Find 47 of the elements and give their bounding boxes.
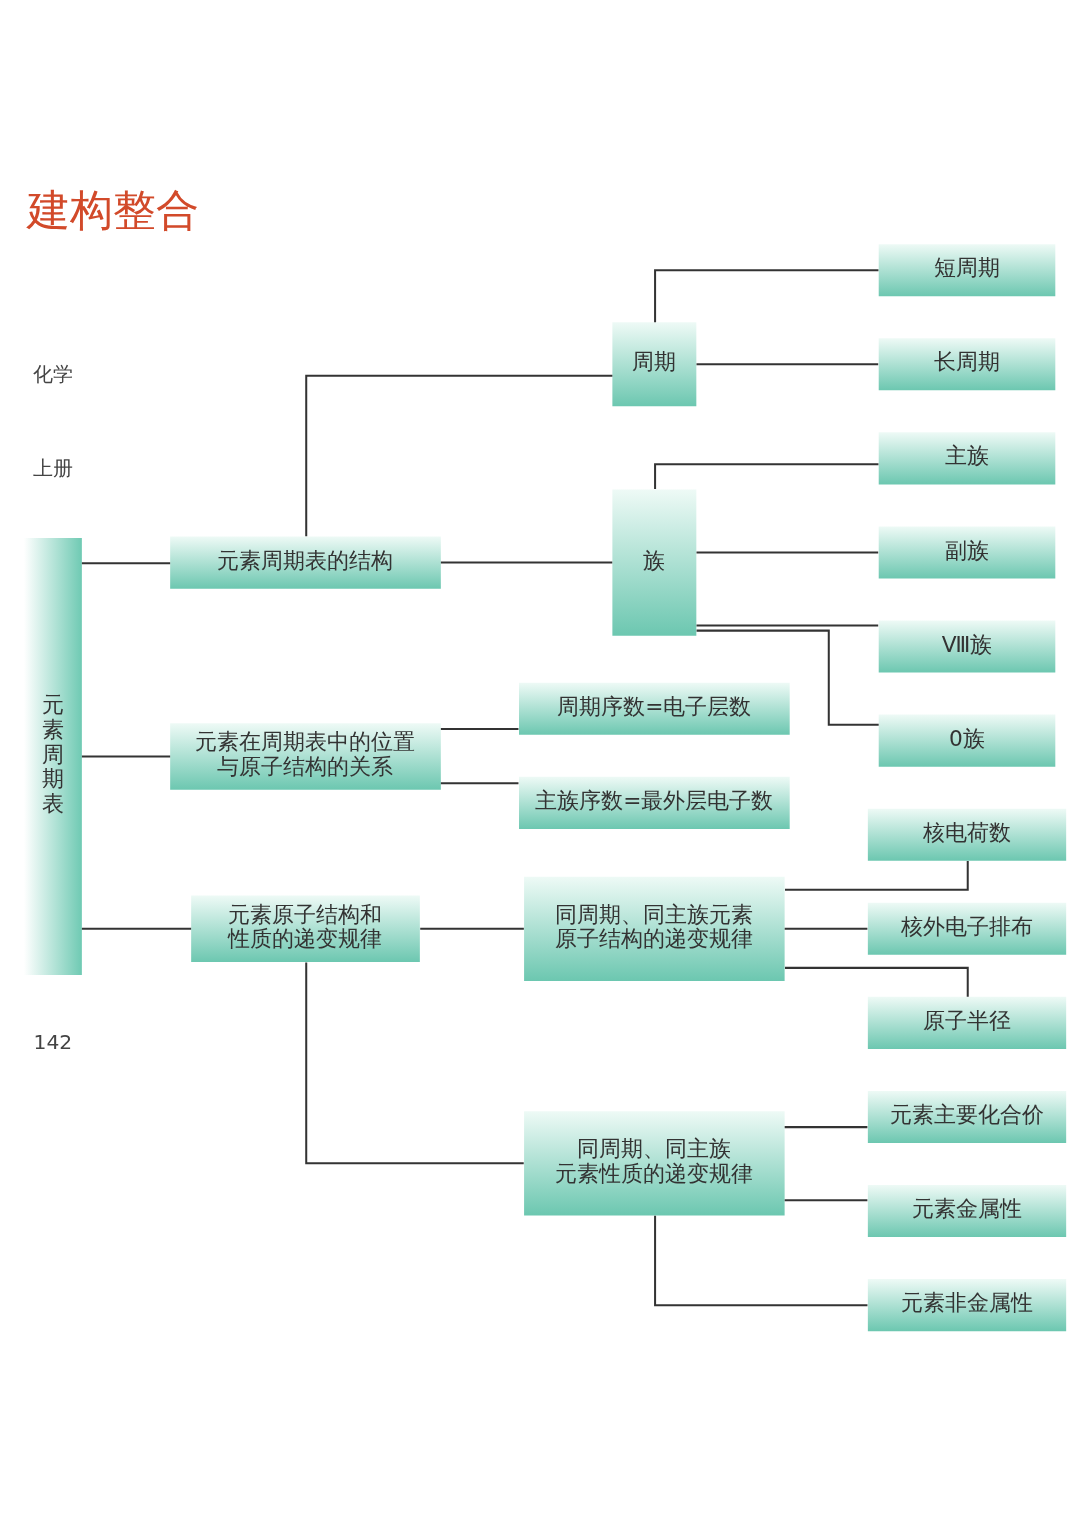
node-box: 族 [612,489,697,636]
connector [696,362,879,365]
connector [440,561,613,564]
node-box: 主族序数=最外层电子数 [519,776,790,829]
node-box: 周期序数=电子层数 [519,682,790,735]
node-box: Ⅷ族 [878,620,1056,673]
node-box: 短周期 [878,243,1056,296]
connector [420,927,524,930]
node-box: 元素在周期表中的位置与原子结构的关系 [170,722,441,790]
node-box: 副族 [878,525,1056,578]
connector [81,755,171,758]
node-box: 0族 [878,714,1056,767]
connector [696,550,879,553]
node-box: 长周期 [878,337,1056,390]
node-box: 周期 [612,321,697,406]
connector [305,961,524,1164]
connector [785,966,969,997]
node-box: 核外电子排布 [867,902,1067,955]
node-box: 同周期、同主族元素原子结构的递变规律 [524,876,785,981]
label: 化学 [32,361,73,386]
diagram-title: 建构整合 [26,184,199,235]
connector [440,727,519,730]
connector [81,927,192,930]
node-box: 原子半径 [867,996,1067,1049]
connector [784,1198,868,1201]
node-box: 元素原子结构和性质的递变规律 [191,895,420,962]
connector [440,781,519,784]
node-box: 元素非金属性 [867,1278,1067,1331]
connector [654,268,879,322]
node-box: 元素周期表的结构 [170,536,441,589]
label: 142 [33,1029,73,1054]
connector [305,374,613,536]
connector [784,927,868,930]
node-box: 元素金属性 [867,1184,1067,1237]
connector [654,462,879,489]
connector [654,1215,868,1306]
node-box: 主族 [878,431,1056,484]
node-box: 核电荷数 [867,808,1067,861]
connector [696,624,879,627]
connector [696,629,879,726]
connector [784,1125,868,1128]
node-box: 同周期、同主族元素性质的递变规律 [524,1110,785,1215]
connector [785,860,969,891]
connector [81,561,171,564]
node-box: 元素周期表 [23,537,82,975]
label: 上册 [32,455,73,480]
node-box: 元素主要化合价 [867,1090,1067,1143]
